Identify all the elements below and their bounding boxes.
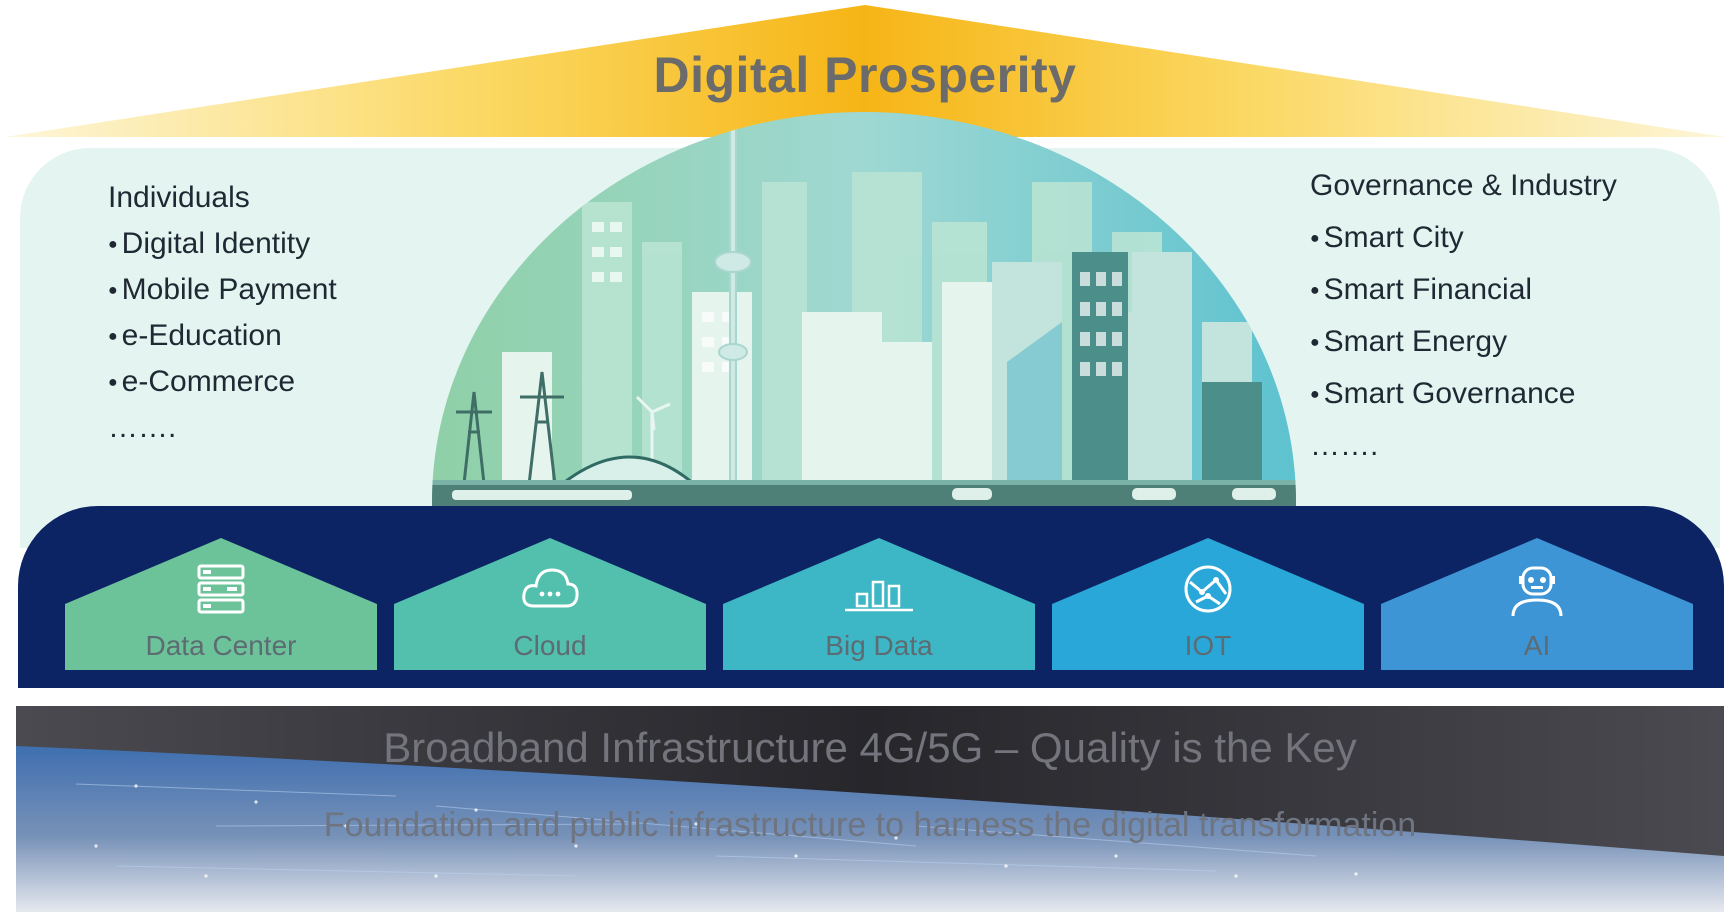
- cloud-icon: [522, 568, 579, 608]
- broadband-infrastructure-band: [16, 706, 1724, 912]
- pillar-iot: IOT: [1052, 538, 1364, 670]
- pillar-cloud: Cloud: [394, 538, 706, 670]
- infrastructure-subtitle: Foundation and public infrastructure to …: [323, 806, 1417, 844]
- list-item: ●Digital Identity: [108, 227, 311, 260]
- list-item: ●Mobile Payment: [108, 273, 337, 306]
- pillar-label: Data Center: [145, 630, 297, 661]
- governance-list: Governance & Industry ●Smart City ●Smart…: [1310, 160, 1617, 472]
- pillar-label: IOT: [1184, 630, 1232, 661]
- list-item: ●Smart Financial: [1310, 273, 1533, 306]
- page-title: Digital Prosperity: [653, 47, 1077, 103]
- roof-banner: [5, 5, 1725, 137]
- governance-heading: Governance & Industry: [1310, 169, 1617, 202]
- smart-city-illustration: [432, 112, 1296, 510]
- pillar-label: Big Data: [825, 630, 933, 661]
- bar-chart-icon: [845, 580, 913, 612]
- individuals-more: …….: [108, 411, 177, 444]
- pillar-shape: [394, 538, 706, 670]
- governance-more: …….: [1310, 429, 1379, 462]
- pillar-shape: [1381, 538, 1693, 670]
- pillar-label: AI: [1523, 630, 1551, 661]
- pillar-ai: AI: [1381, 538, 1693, 670]
- pillar-shape: [65, 538, 377, 670]
- robot-icon: [1511, 566, 1563, 616]
- infrastructure-title: Broadband Infrastructure 4G/5G – Quality…: [383, 724, 1357, 771]
- list-item: ●Smart Energy: [1310, 325, 1508, 358]
- pillar-data-center: Data Center: [65, 538, 377, 670]
- pillar-label: Cloud: [513, 630, 587, 661]
- individuals-list: Individuals ●Digital Identity ●Mobile Pa…: [108, 175, 337, 451]
- list-item: ●e-Commerce: [108, 365, 296, 398]
- network-globe-icon: [1184, 565, 1232, 613]
- list-item: ●Smart Governance: [1310, 377, 1576, 410]
- pillar-big-data: Big Data: [723, 538, 1035, 670]
- individuals-heading: Individuals: [108, 181, 250, 214]
- list-item: ●Smart City: [1310, 221, 1464, 254]
- pillar-shape: [1052, 538, 1364, 670]
- pillar-shape: [723, 538, 1035, 670]
- server-icon: [197, 564, 245, 614]
- list-item: ●e-Education: [108, 319, 282, 352]
